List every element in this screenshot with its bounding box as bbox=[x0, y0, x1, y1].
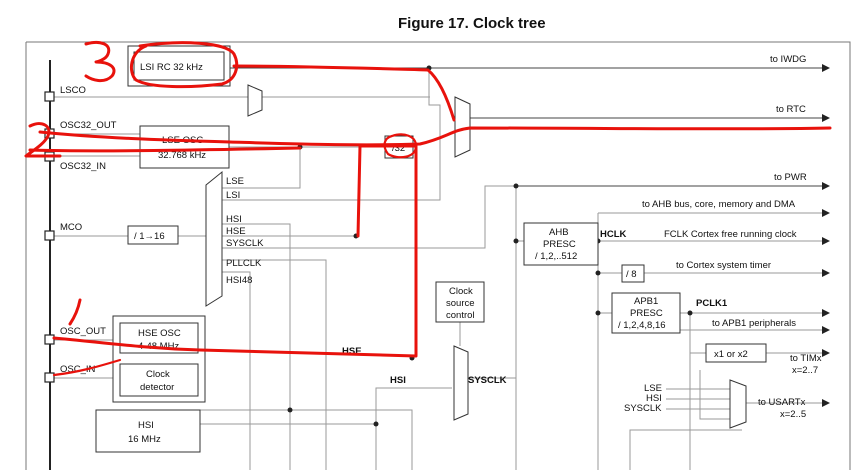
lse-oscillator bbox=[139, 125, 230, 169]
lsco-mux bbox=[247, 84, 263, 117]
ahb-line2: PRESC bbox=[543, 239, 576, 250]
clock-detector-line2: detector bbox=[140, 382, 174, 393]
csc-line3: control bbox=[446, 310, 475, 321]
out-apb1: to APB1 peripherals bbox=[712, 318, 796, 329]
mco-mux bbox=[205, 170, 223, 307]
pin-osc32-out-label: OSC32_OUT bbox=[60, 120, 117, 131]
hsi-label-line1: HSI bbox=[138, 420, 154, 431]
out-rtc: to RTC bbox=[776, 104, 806, 115]
apb-line1: APB1 bbox=[634, 296, 658, 307]
sysclk-signal-label: SYSCLK bbox=[468, 375, 507, 386]
clock-source-control bbox=[435, 281, 485, 323]
mco-in-lsi: LSI bbox=[226, 190, 240, 201]
mco-in-hsi: HSI bbox=[226, 214, 242, 225]
x1x2-label: x1 or x2 bbox=[714, 349, 748, 360]
clock-detector bbox=[119, 363, 199, 397]
pin-osc32-in-label: OSC32_IN bbox=[60, 161, 106, 172]
mco-in-sysclk: SYSCLK bbox=[226, 238, 264, 249]
csc-line2: source bbox=[446, 298, 475, 309]
mco-in-lse: LSE bbox=[226, 176, 244, 187]
hse-signal-label: HSE bbox=[342, 346, 362, 357]
out-ahb: to AHB bus, core, memory and DMA bbox=[642, 199, 796, 210]
figure-title: Figure 17. Clock tree bbox=[398, 15, 546, 32]
hsi-signal-label: HSI bbox=[390, 375, 406, 386]
mco-divider-label: / 1→16 bbox=[134, 231, 165, 242]
csc-line1: Clock bbox=[449, 286, 473, 297]
pin-lsco-label: LSCO bbox=[60, 85, 86, 96]
pin-osc-in: OSC_IN bbox=[44, 364, 96, 383]
pin-osc-out-label: OSC_OUT bbox=[60, 326, 106, 337]
apb-line2: PRESC bbox=[630, 308, 663, 319]
apb1-prescaler bbox=[611, 292, 681, 334]
sysclk-mux bbox=[453, 345, 469, 421]
apb-line3: / 1,2,4,8,16 bbox=[618, 320, 666, 331]
mco-in-hsi48: HSI48 bbox=[226, 275, 252, 286]
annotation-mark-2 bbox=[24, 122, 62, 158]
out-timx-line1: to TIMx bbox=[790, 353, 822, 364]
ahb-line3: / 1,2,..512 bbox=[535, 251, 577, 262]
div8-block bbox=[621, 264, 645, 283]
out-usartx-line1: to USARTx bbox=[758, 397, 806, 408]
hsi-label-line2: 16 MHz bbox=[128, 434, 161, 445]
junction-dots bbox=[287, 65, 693, 427]
pin-mco: MCO bbox=[44, 222, 82, 241]
div32-label: /32 bbox=[392, 143, 405, 154]
mco-in-pllclk: PLLCLK bbox=[226, 258, 262, 269]
lsi-label: LSI RC 32 kHz bbox=[140, 62, 203, 73]
out-systimer: to Cortex system timer bbox=[676, 260, 771, 271]
ahb-prescaler bbox=[523, 222, 599, 266]
rtc-mux bbox=[454, 96, 471, 158]
x1x2-block bbox=[705, 343, 767, 363]
pclk1-label: PCLK1 bbox=[696, 298, 728, 309]
mco-in-hse: HSE bbox=[226, 226, 246, 237]
out-pwr: to PWR bbox=[774, 172, 807, 183]
arrow-heads bbox=[822, 64, 830, 407]
usart-mux bbox=[729, 379, 747, 429]
annotation-mark-1 bbox=[68, 298, 82, 326]
pin-lsco: LSCO bbox=[44, 85, 86, 102]
hclk-label: HCLK bbox=[600, 229, 627, 240]
mco-divider bbox=[127, 225, 179, 245]
pin-osc-in-label: OSC_IN bbox=[60, 364, 96, 375]
usart-in-hsi: HSI bbox=[646, 393, 662, 404]
out-timx-line2: x=2..7 bbox=[792, 365, 818, 376]
usart-in-sysclk: SYSCLK bbox=[624, 403, 662, 414]
div8-label: / 8 bbox=[626, 269, 637, 280]
diagram-frame bbox=[25, 41, 851, 470]
red-annotations bbox=[24, 40, 832, 377]
out-fclk: FCLK Cortex free running clock bbox=[664, 229, 797, 240]
hsi-oscillator bbox=[95, 409, 201, 453]
usart-in-lse: LSE bbox=[644, 383, 662, 394]
out-iwdg: to IWDG bbox=[770, 54, 806, 65]
pin-mco-label: MCO bbox=[60, 222, 82, 233]
annotation-mark-3 bbox=[84, 40, 116, 83]
hse-label-line1: HSE OSC bbox=[138, 328, 181, 339]
clock-detector-line1: Clock bbox=[146, 369, 170, 380]
lsi-oscillator bbox=[133, 51, 225, 81]
out-usartx-line2: x=2..5 bbox=[780, 409, 806, 420]
ahb-line1: AHB bbox=[549, 227, 569, 238]
lse-label-line2: 32.768 kHz bbox=[158, 150, 206, 161]
wire-network bbox=[54, 68, 822, 470]
